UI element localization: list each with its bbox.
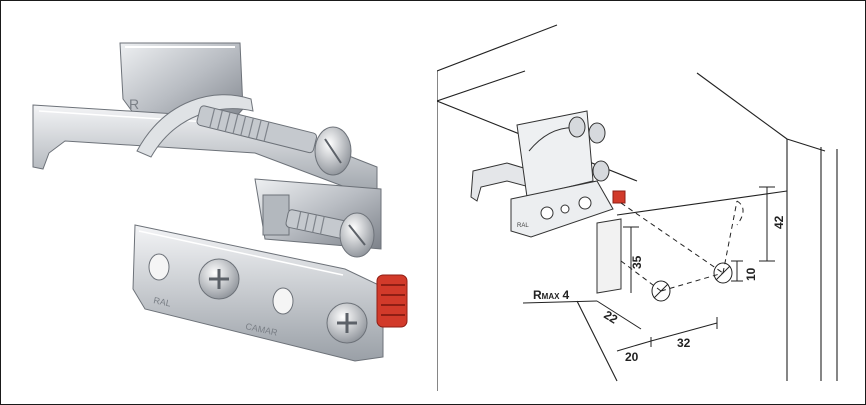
dim-35: 35 [630,255,644,269]
drawing-bracket [470,110,626,238]
dim-22: 22 [601,308,620,327]
dimension-lines [522,186,775,352]
dim-32: 32 [677,336,691,350]
red-spring-icon [376,274,408,328]
bracket-mark-ral: RAL [153,295,172,308]
construction-lines [620,200,744,292]
dim-20: 20 [625,350,639,364]
drawing-bracket-mark: RAL [517,223,529,229]
rail-profile [596,218,622,294]
bracket-mark-r: R [129,96,139,112]
dim-10: 10 [744,267,758,281]
cabinet-outline [437,24,838,391]
hinge-bracket-photo: R [32,42,408,362]
dim-42: 42 [772,215,786,229]
installation-drawing: RAL [437,24,838,391]
drill-hole-icon [651,262,733,302]
